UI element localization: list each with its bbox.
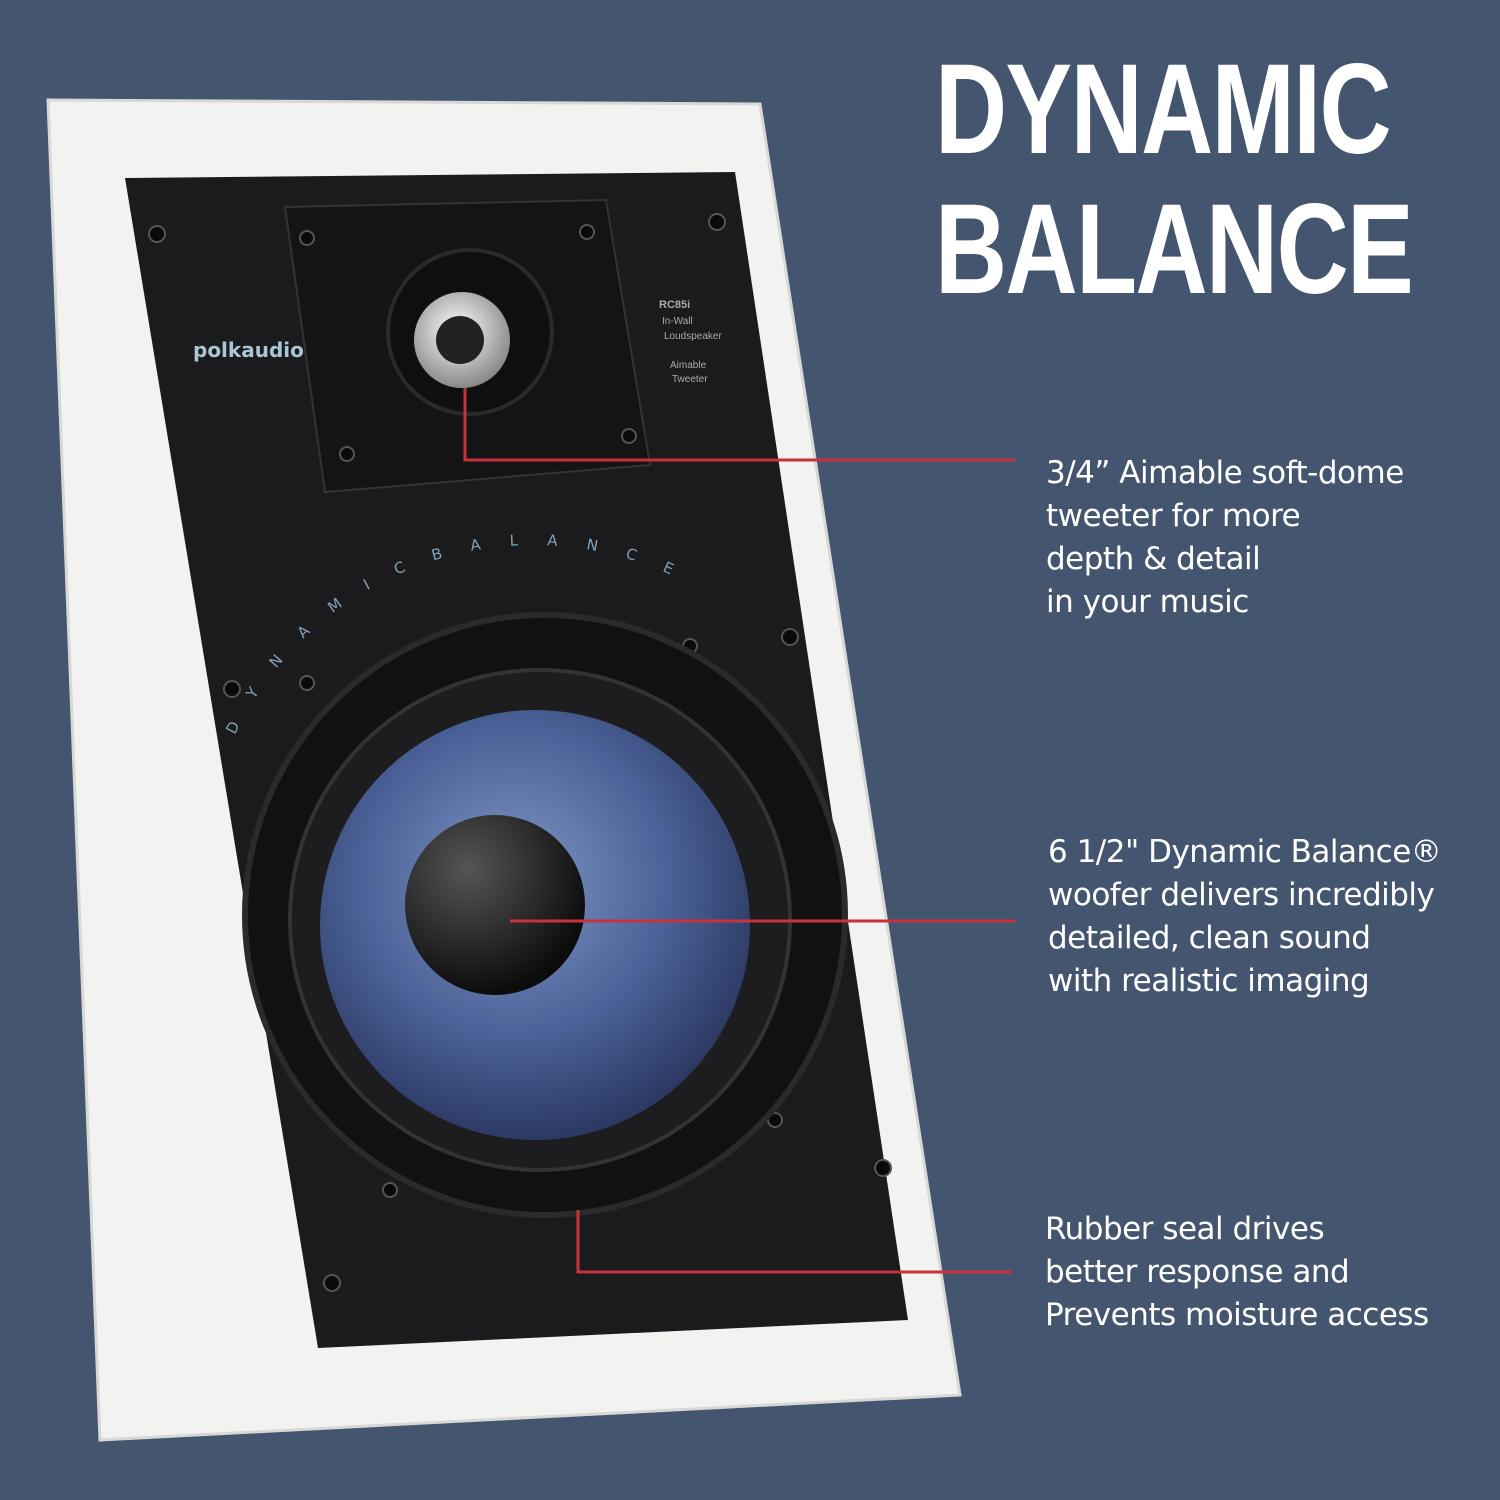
tweeter-callout-line <box>463 388 1015 462</box>
woofer-callout: 6 1/2" Dynamic Balance® woofer delivers … <box>1048 834 1442 999</box>
seal-callout-line <box>576 1210 1012 1274</box>
screws <box>148 213 892 1292</box>
type-label-2: Loudspeaker <box>664 331 722 342</box>
headline-line-1: DYNAMIC <box>935 38 1392 181</box>
model-label: RC85i <box>659 299 690 311</box>
feature-label-1: Aimable <box>670 360 707 371</box>
seal-callout: Rubber seal drives better response and P… <box>1045 1211 1429 1333</box>
headline: DYNAMIC BALANCE <box>935 38 1414 321</box>
type-label-1: In-Wall <box>662 316 693 327</box>
headline-line-2: BALANCE <box>935 178 1414 321</box>
tweeter-callout: 3/4” Aimable soft-dome tweeter for more … <box>1046 455 1404 620</box>
tweeter-phase-plug <box>436 316 484 364</box>
woofer-dust-cap <box>405 815 585 995</box>
feature-label-2: Tweeter <box>672 374 708 385</box>
brand-logo: polkaudio <box>193 338 304 362</box>
